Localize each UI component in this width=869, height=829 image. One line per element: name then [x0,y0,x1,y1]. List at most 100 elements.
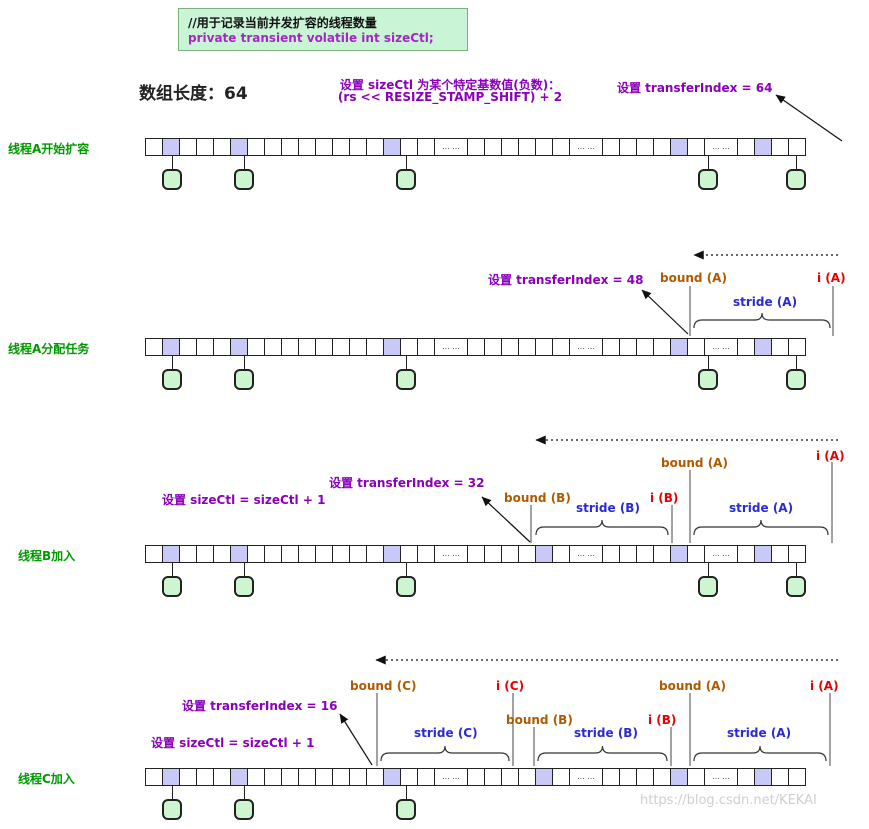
bucket-cell [366,338,384,356]
bucket-cell-occupied [383,338,401,356]
bucket-cell [264,768,282,786]
bucket-cell [518,338,536,356]
bucket-cell [619,338,637,356]
stride-b-brace-row4 [537,745,668,762]
bucket-cell [417,338,435,356]
bucket-cell [332,768,350,786]
bucket-cell [552,138,570,156]
bucket-cell [366,545,384,563]
bucket-cell [179,338,197,356]
bucket-cell [417,545,435,563]
bucket-cell [179,545,197,563]
node-connector [171,786,173,799]
bucket-cell-occupied [162,768,180,786]
array-ellipsis-cell: ... ... [704,338,738,356]
transfer-index-48-arrow [641,289,689,335]
bucket-cell [467,768,485,786]
bucket-cell [619,138,637,156]
list-node [786,169,806,190]
bucket-cell [737,138,755,156]
bucket-cell [281,545,299,563]
list-node [396,169,416,190]
bucket-cell [518,768,536,786]
bucket-cell [636,138,654,156]
stride-a-brace-row2 [693,312,831,329]
bucket-cell [484,545,502,563]
list-node [396,369,416,390]
bucket-cell [196,768,214,786]
bucket-cell [484,768,502,786]
bucket-cell-occupied [670,138,688,156]
bucket-cell [771,138,789,156]
array-ellipsis-cell: ... ... [434,338,468,356]
bucket-cell [196,338,214,356]
bucket-cell [179,138,197,156]
bound-c-label-row4: bound (C) [350,679,417,693]
bucket-cell [788,138,806,156]
stride-a-brace-row3 [693,519,829,536]
bucket-cell [653,138,671,156]
bucket-cell [602,768,620,786]
bucket-cell [535,338,553,356]
bucket-cells-row2: ... ...... ...... ... [145,338,806,356]
bucket-array-row3: ... ...... ...... ... [145,545,806,600]
bucket-cell [298,138,316,156]
bucket-cell [213,138,231,156]
node-connector [707,156,709,169]
node-connector [405,156,407,169]
node-connector [707,356,709,369]
bucket-cell [501,545,519,563]
array-ellipsis-cell: ... ... [434,545,468,563]
node-connector [243,156,245,169]
bucket-cell [737,545,755,563]
bucket-cell [771,768,789,786]
i-a-label-row4: i (A) [810,679,839,693]
i-a-label-row2: i (A) [817,271,846,285]
bucket-cell [552,545,570,563]
array-length-title: 数组长度：64 [139,84,248,104]
bucket-cell [771,545,789,563]
array-ellipsis-cell: ... ... [704,768,738,786]
stride-a-brace-row4 [693,745,827,762]
bucket-cell [467,338,485,356]
bucket-cell [788,545,806,563]
bucket-cells-row4: ... ...... ...... ... [145,768,806,786]
sizectl-code-box: //用于记录当前并发扩容的线程数量 private transient vola… [178,8,468,51]
bucket-cell [332,338,350,356]
bucket-cell [687,768,705,786]
bucket-array-row1: ... ...... ...... ... [145,138,806,193]
bucket-cell [501,138,519,156]
node-connector [795,156,797,169]
bound-b-label-row3: bound (B) [504,491,571,505]
bucket-cell [552,338,570,356]
bucket-cells-row3: ... ...... ...... ... [145,545,806,563]
bucket-cell [602,338,620,356]
bucket-cell [501,768,519,786]
bound-a-label-row2: bound (A) [660,271,727,285]
bucket-cell [349,545,367,563]
bucket-cell [247,768,265,786]
i-b-label-row3: i (B) [650,491,679,505]
bucket-array-row2: ... ...... ...... ... [145,338,806,393]
bucket-array-row4: ... ...... ...... ... [145,768,806,823]
i-b-label-row4: i (B) [648,713,677,727]
bucket-cell [653,545,671,563]
bucket-cell [535,138,553,156]
bucket-cell [552,768,570,786]
array-ellipsis-cell: ... ... [434,138,468,156]
bucket-cell [518,545,536,563]
array-ellipsis-cell: ... ... [569,138,603,156]
bucket-cell [501,338,519,356]
bucket-cell [788,338,806,356]
list-node [162,576,182,597]
node-connector [405,786,407,799]
stride-a-label-row3: stride (A) [729,501,794,515]
bucket-cell [400,545,418,563]
stride-b-label-row3: stride (B) [576,501,640,515]
bucket-cell [687,138,705,156]
row3-thread-label: 线程B加入 [18,549,76,563]
bucket-cell [737,338,755,356]
row4-thread-label: 线程C加入 [18,772,75,786]
i-a-label-row3: i (A) [816,449,845,463]
node-connector [707,563,709,576]
